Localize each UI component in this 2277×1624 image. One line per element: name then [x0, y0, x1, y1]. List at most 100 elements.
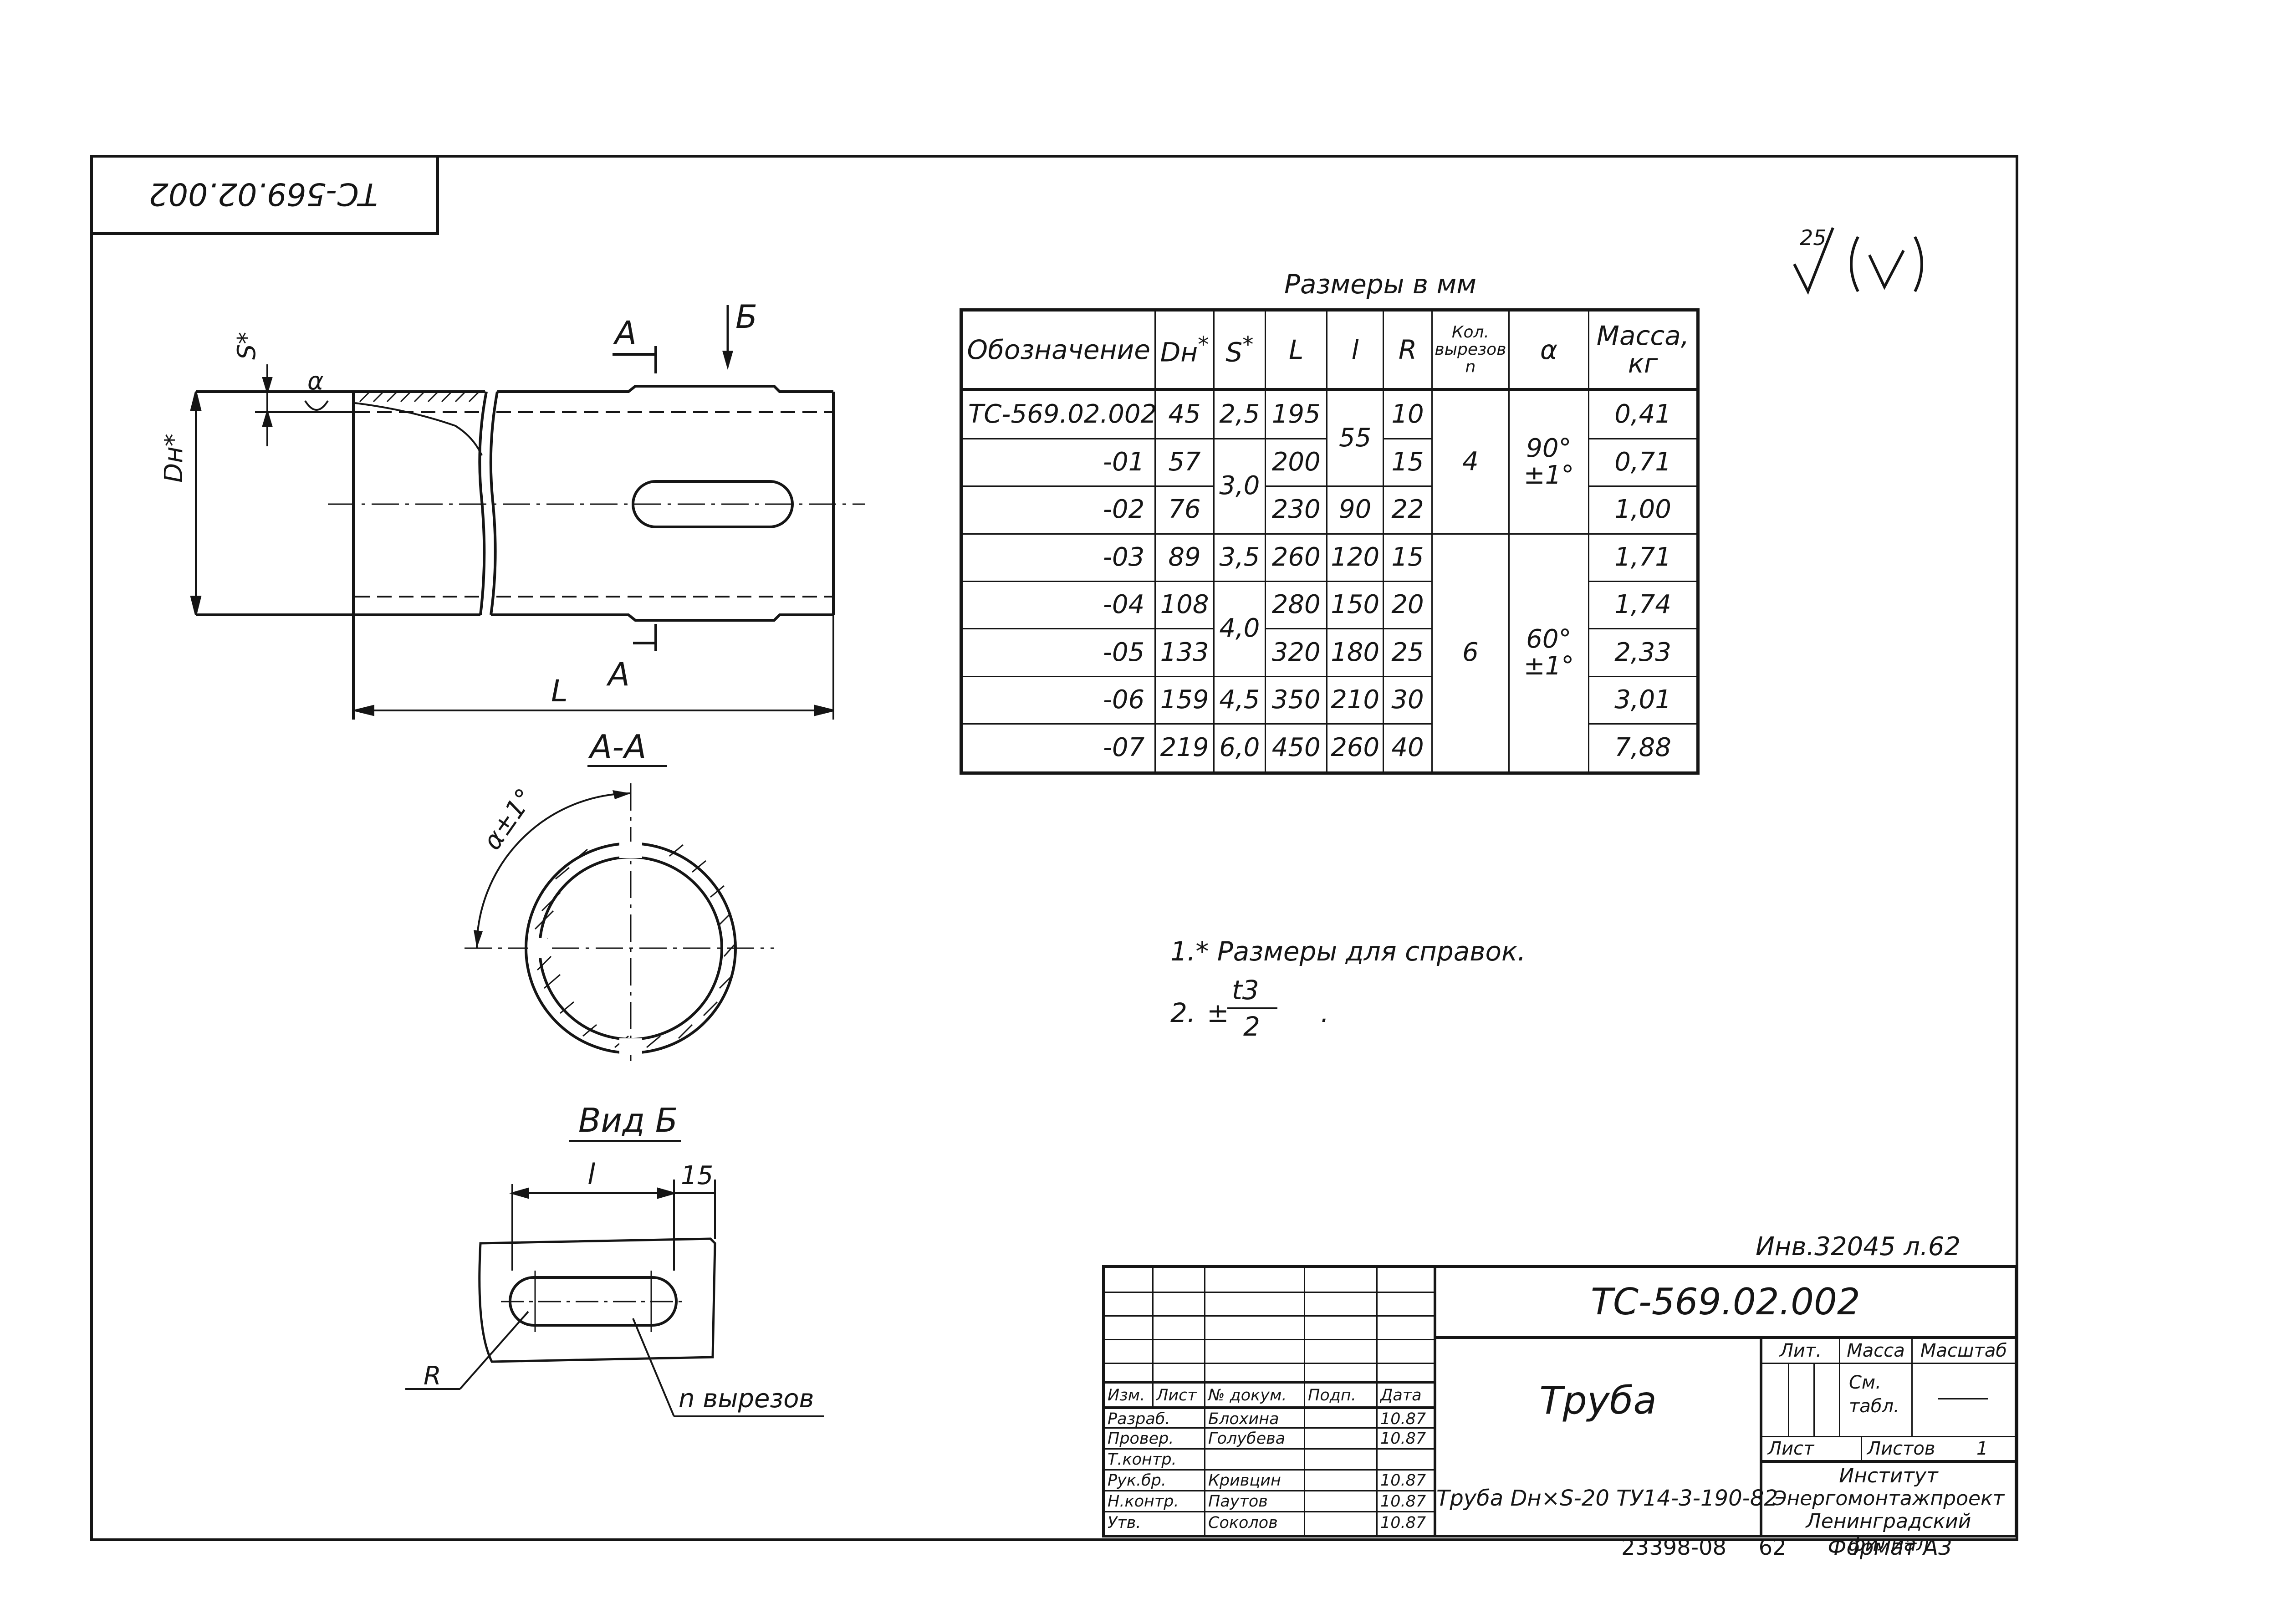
label-lit: Лит. [1762, 1339, 1840, 1364]
cell-mass: 3,01 [1588, 675, 1699, 725]
cell-R: 25 [1382, 628, 1433, 677]
cell-R: 15 [1382, 533, 1433, 582]
cell-dn: 159 [1154, 675, 1215, 725]
surface-finish-icon: 25 [1793, 225, 1923, 295]
cell-designation: -02 [960, 485, 1156, 535]
header-s: S* [1213, 309, 1266, 391]
cell-l: 90 [1326, 485, 1384, 535]
cell-cuts: 6 [1431, 533, 1510, 774]
footer-format: Формат А3 [1828, 1535, 1952, 1560]
title-spec: Труба Dн×S-20 ТУ14-3-190-82 [1436, 1462, 1778, 1535]
label-section-angle: α±1° [477, 783, 540, 855]
table-row: -07 219 6,0 450 260 40 7,88 [960, 723, 1699, 774]
header-l: l [1326, 309, 1384, 391]
org-line-3: Ленинградский филиал [1806, 1510, 1971, 1556]
corner-stamp-text: ТС-569.02.002 [148, 176, 378, 212]
label-R: R [424, 1361, 441, 1391]
footer-sheet-number: 62 [1758, 1535, 1787, 1560]
header-dn: Dн* [1154, 309, 1215, 391]
cell-l: 150 [1326, 580, 1384, 630]
cell-L: 280 [1265, 580, 1328, 630]
view-b: Вид Б l 15 R n вырезов [405, 1101, 824, 1417]
roughness-value: 25 [1800, 225, 1827, 250]
cell-s: 3,0 [1213, 438, 1266, 535]
cell-L: 230 [1265, 485, 1328, 535]
header-alpha: α [1508, 309, 1590, 391]
section-aa: А-А α±1° [465, 728, 774, 1061]
cell-dn: 108 [1154, 580, 1215, 630]
cell-dn: 57 [1154, 438, 1215, 487]
cell-R: 30 [1382, 675, 1433, 725]
table-row: -04 108 4,0 280 150 20 1,74 [960, 580, 1699, 677]
header-izm: Изм. [1108, 1386, 1145, 1404]
label-section-a-bottom: А [606, 656, 630, 693]
table-row: -03 89 3,5 260 120 15 6 60°±1° 1,71 [960, 533, 1699, 774]
cell-s: 3,5 [1213, 533, 1266, 582]
cell-R: 40 [1382, 723, 1433, 774]
cell-s: 6,0 [1213, 723, 1266, 774]
cell-mass: 1,71 [1588, 533, 1699, 582]
cell-designation: -01 [960, 438, 1156, 487]
cell-L: 195 [1265, 389, 1328, 439]
cell-s: 2,5 [1213, 389, 1266, 439]
cell-dn: 76 [1154, 485, 1215, 535]
cell-dn: 45 [1154, 389, 1215, 439]
label-s: S* [232, 332, 261, 360]
header-date: Дата [1376, 1384, 1434, 1407]
cell-mass: 0,41 [1588, 389, 1699, 439]
org-line-2: Энергомонтажпроект [1772, 1487, 2005, 1510]
cell-designation: -06 [960, 675, 1156, 725]
label-cuts: n вырезов [679, 1384, 814, 1414]
label-mass: Масса [1840, 1339, 1913, 1364]
header-L: L [1265, 309, 1328, 391]
staff-row: Провер. Голубева 10.87 [1105, 1427, 1434, 1449]
footer-archive-number: 23398-08 [1621, 1535, 1727, 1560]
label-dim-15: 15 [681, 1161, 713, 1190]
staff-row: Разраб. Блохина 10.87 [1105, 1406, 1434, 1429]
cell-alpha: 60°±1° [1508, 533, 1590, 774]
title-attributes: Лит. Масса Масштаб См. табл. Лист Листов… [1762, 1339, 2015, 1463]
cell-l: 55 [1326, 388, 1384, 487]
cell-dn: 133 [1154, 628, 1215, 677]
inventory-stamp: Инв.32045 л.62 [1756, 1232, 1961, 1261]
cell-R: 22 [1382, 485, 1433, 535]
cell-l: 210 [1326, 675, 1384, 725]
label-L: L [551, 674, 568, 709]
cell-L: 350 [1265, 675, 1328, 725]
cell-l: 180 [1326, 628, 1384, 677]
cell-L: 200 [1265, 438, 1328, 487]
cell-s: 4,0 [1213, 580, 1266, 677]
cell-mass: 2,33 [1588, 628, 1699, 677]
label-scale: Масштаб [1913, 1339, 2015, 1364]
table-row: -02 76 230 90 22 1,00 [960, 485, 1699, 535]
label-sheet: Лист [1768, 1438, 1814, 1459]
org-line-1: Институт [1839, 1464, 1938, 1487]
label-dn: Dн* [164, 434, 189, 483]
cell-mass: 1,74 [1588, 580, 1699, 630]
title-name: Труба [1436, 1339, 1762, 1462]
note-1: 1.* Размеры для справок. [1170, 936, 1526, 967]
staff-row: Утв. Соколов 10.87 [1105, 1511, 1434, 1533]
corner-stamp-box: ТС-569.02.002 [90, 155, 439, 235]
cell-designation: -03 [960, 533, 1156, 582]
header-doc: № докум. [1204, 1384, 1304, 1407]
cell-mass: 7,88 [1588, 723, 1699, 774]
table-row: -06 159 4,5 350 210 30 3,01 [960, 675, 1699, 725]
cell-cuts: 4 [1431, 389, 1510, 535]
cell-dn: 89 [1154, 533, 1215, 582]
table-row: -01 57 3,0 200 15 0,71 [960, 438, 1699, 535]
table-row: ТС-569.02.002 45 2,5 195 55 10 4 90°±1° … [960, 388, 1699, 535]
title-block: Изм. Лист № докум. Подп. Дата Разраб. Бл… [1102, 1265, 2017, 1556]
pipe-main-view: Dн* S* α А А Б L [164, 298, 865, 720]
cell-designation: -04 [960, 580, 1156, 630]
table-caption: Размеры в мм [1284, 269, 1476, 300]
cell-l: 260 [1326, 723, 1384, 774]
label-sheets: Листов [1867, 1438, 1935, 1459]
cell-L: 260 [1265, 533, 1328, 582]
cell-R: 20 [1382, 580, 1433, 630]
cell-alpha: 90°±1° [1508, 389, 1590, 535]
label-section-a-top: А [613, 314, 637, 352]
label-dim-l: l [587, 1158, 595, 1191]
header-R: R [1382, 309, 1433, 391]
cell-R: 10 [1382, 389, 1433, 439]
